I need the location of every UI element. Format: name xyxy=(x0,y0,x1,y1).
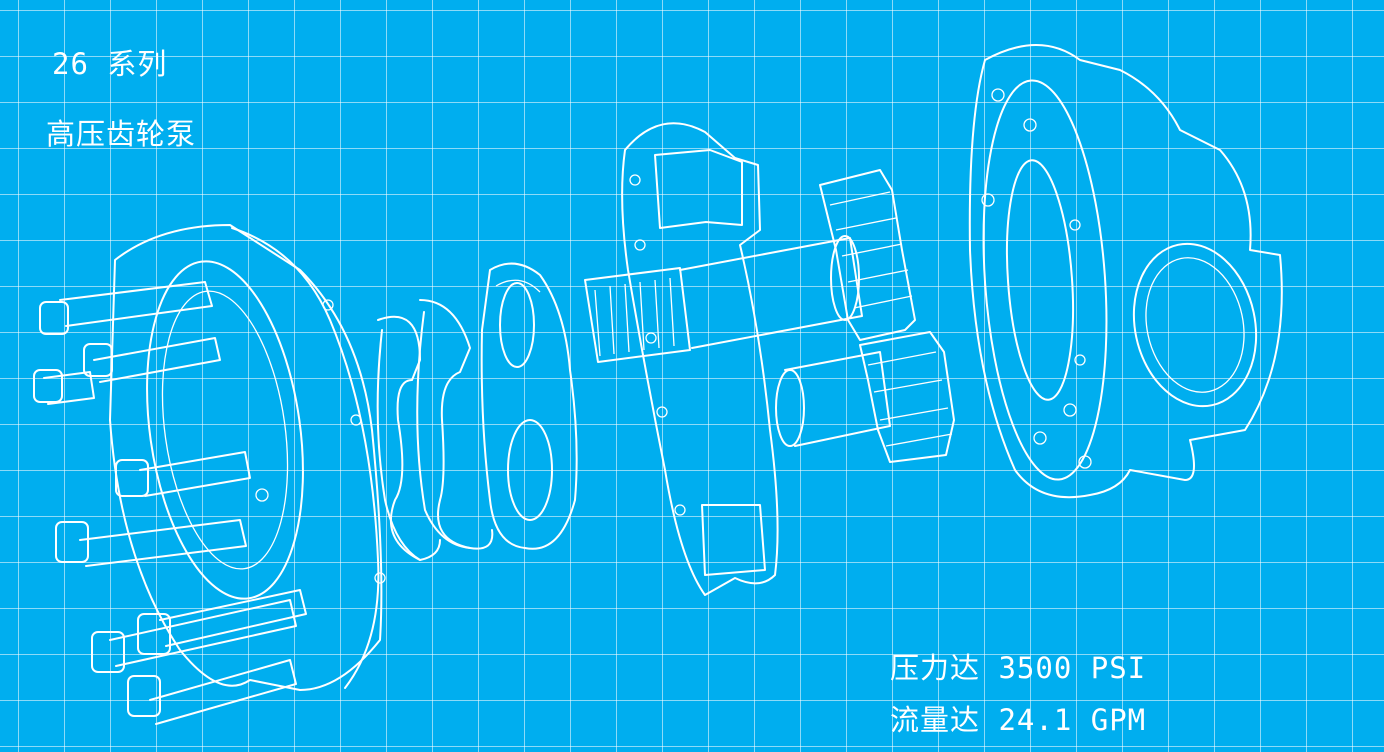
gear-icon xyxy=(819,169,955,463)
pressure-spec: 压力达 3500 PSI xyxy=(890,651,1147,685)
flange-housing-icon xyxy=(968,44,1283,499)
pump-body-icon xyxy=(621,122,779,596)
seal-ring-icon xyxy=(376,299,494,561)
end-cover-icon xyxy=(109,224,386,691)
wear-plate-icon xyxy=(480,262,578,550)
series-title: 26 系列 xyxy=(52,47,168,81)
bolt-icon xyxy=(33,281,307,725)
drive-shaft-icon xyxy=(584,235,891,447)
product-title: 高压齿轮泵 xyxy=(46,117,197,151)
flow-spec: 流量达 24.1 GPM xyxy=(890,703,1147,737)
